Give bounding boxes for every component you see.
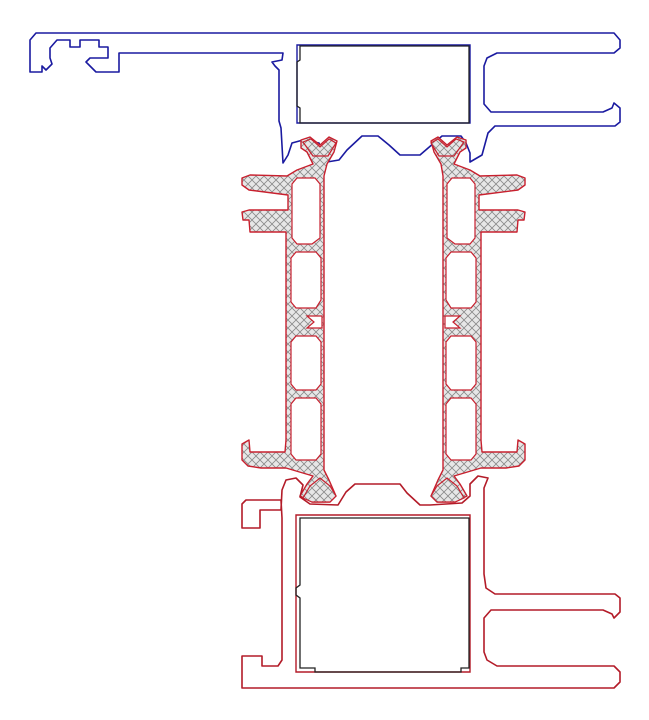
right-notch xyxy=(444,315,462,329)
upper-insert xyxy=(296,45,470,124)
lower-chamber xyxy=(295,514,471,673)
left-notch xyxy=(305,315,323,329)
right-chamber-4 xyxy=(445,397,477,461)
upper-chamber xyxy=(296,44,471,124)
lower-insert xyxy=(295,517,470,673)
right-bottom-key xyxy=(430,477,465,503)
left-thermal-break-outline xyxy=(241,136,338,503)
left-chamber-4 xyxy=(290,397,322,461)
right-chamber-1 xyxy=(446,177,476,245)
right-chamber-3 xyxy=(445,335,477,391)
left-chamber-1 xyxy=(291,177,321,245)
left-top-key xyxy=(302,138,337,157)
lower-frame-profile xyxy=(241,475,621,689)
right-top-key xyxy=(430,138,465,157)
left-bottom-key xyxy=(302,477,337,503)
left-chamber-2 xyxy=(290,251,322,309)
right-chamber-2 xyxy=(445,251,477,309)
left-chamber-3 xyxy=(290,335,322,391)
